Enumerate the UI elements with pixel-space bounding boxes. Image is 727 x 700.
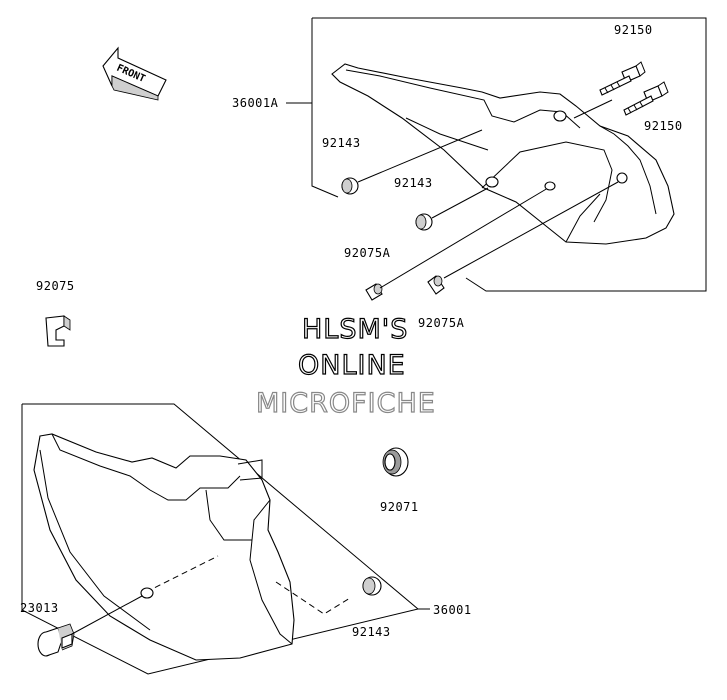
watermark-line2: ONLINE bbox=[297, 349, 406, 381]
part-number-36001A[interactable]: 36001A bbox=[232, 96, 279, 110]
part-number-92150-top[interactable]: 92150 bbox=[614, 23, 653, 37]
part-number-92150-right[interactable]: 92150 bbox=[644, 119, 683, 133]
lower-side-cover bbox=[33, 433, 295, 661]
part-number-23013[interactable]: 23013 bbox=[20, 601, 59, 615]
part-number-92143-upper-mid[interactable]: 92143 bbox=[394, 176, 433, 190]
part-number-92075A-left[interactable]: 92075A bbox=[344, 246, 391, 260]
upper-assembly-bracket bbox=[311, 17, 707, 292]
grommet-92143-lower bbox=[362, 576, 382, 596]
part-number-92143-lower[interactable]: 92143 bbox=[352, 625, 391, 639]
part-number-92075A-right[interactable]: 92075A bbox=[418, 316, 465, 330]
grommet-92071 bbox=[382, 447, 409, 477]
grommet-92143-upper-left bbox=[341, 177, 359, 195]
upper-side-cover bbox=[331, 63, 675, 245]
bolt-92150-upper bbox=[599, 61, 646, 96]
grommet-92143-upper-mid bbox=[415, 213, 433, 231]
bolt-92150-lower bbox=[623, 81, 669, 116]
fastener-23013 bbox=[37, 623, 75, 657]
part-number-92071[interactable]: 92071 bbox=[380, 500, 419, 514]
watermark-line3: MICROFICHE bbox=[255, 387, 436, 419]
part-number-36001[interactable]: 36001 bbox=[433, 603, 472, 617]
collar-92075A-right bbox=[427, 275, 445, 295]
part-number-92143-upper-left[interactable]: 92143 bbox=[322, 136, 361, 150]
collar-92075A-left bbox=[365, 283, 383, 301]
watermark-line1: HLSM'S bbox=[301, 313, 409, 345]
front-arrow-icon: FRONT bbox=[102, 46, 167, 101]
clip-92075 bbox=[45, 315, 71, 347]
part-number-92075[interactable]: 92075 bbox=[36, 279, 75, 293]
